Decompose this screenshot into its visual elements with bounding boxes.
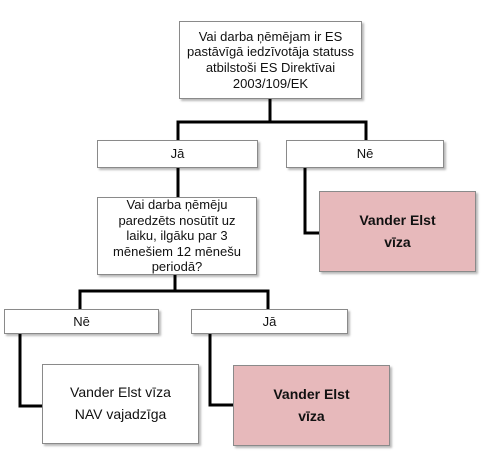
result-text: Vander Elst vīza — [359, 211, 436, 250]
answer-label: Jā — [262, 313, 277, 329]
question-posting-duration: Vai darba ņēmēju paredzēts nosūtīt uz la… — [97, 197, 257, 275]
answer-no-2: Nē — [4, 309, 159, 334]
result-vander-elst-visa-2: Vander Elst vīza — [233, 365, 390, 446]
question-text: Vai darba ņēmēju paredzēts nosūtīt uz la… — [113, 197, 241, 275]
result-text: Vander Elst vīza — [273, 385, 350, 424]
answer-label: Nē — [356, 146, 374, 162]
connector-yes-to-visa — [208, 331, 235, 407]
question-text: Vai darba ņēmējam ir ES pastāvīgā iedzīv… — [187, 28, 354, 91]
result-text: Vander Elst vīza NAV vajadzīga — [70, 384, 171, 422]
answer-label: Jā — [170, 146, 185, 162]
connector-q2-split — [78, 273, 270, 311]
answer-yes-1: Jā — [97, 140, 258, 168]
answer-no-1: Nē — [286, 140, 444, 168]
connector-q1-split — [176, 97, 368, 142]
result-vander-elst-visa-1: Vander Elst vīza — [319, 191, 476, 272]
answer-label: Nē — [73, 313, 90, 329]
question-eu-resident-status: Vai darba ņēmējam ir ES pastāvīgā iedzīv… — [179, 21, 362, 99]
connector-no-to-not-needed — [18, 331, 44, 408]
result-visa-not-needed: Vander Elst vīza NAV vajadzīga — [42, 364, 199, 444]
connector-no-to-visa — [303, 166, 321, 235]
answer-yes-2: Jā — [191, 309, 348, 334]
